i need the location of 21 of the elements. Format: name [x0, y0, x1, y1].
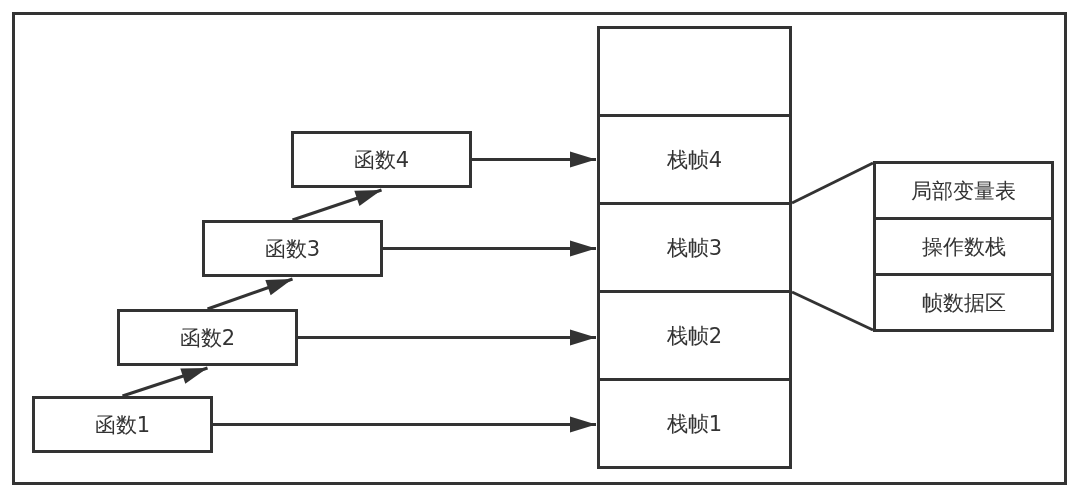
arrow [122, 365, 208, 398]
arrow [298, 329, 596, 346]
stack-frame-cell: 栈帧2 [597, 290, 792, 381]
stack-frame-cell: 栈帧1 [597, 378, 792, 469]
frame-part-box: 帧数据区 [873, 273, 1054, 332]
connector-line [791, 161, 874, 205]
function-box: 函数1 [32, 396, 213, 453]
arrow [207, 276, 293, 311]
function-box: 函数4 [291, 131, 472, 188]
arrow [383, 240, 596, 257]
stack-frame-cell: 栈帧3 [597, 202, 792, 293]
connector-line [791, 290, 874, 332]
frame-part-box: 操作数栈 [873, 217, 1054, 276]
function-box: 函数3 [202, 220, 383, 277]
arrow [292, 187, 382, 222]
frame-part-box: 局部变量表 [873, 161, 1054, 220]
empty-stack-cell [597, 26, 792, 117]
arrow [472, 151, 596, 168]
stack-frame-cell: 栈帧4 [597, 114, 792, 205]
function-box: 函数2 [117, 309, 298, 366]
arrow [213, 416, 596, 433]
